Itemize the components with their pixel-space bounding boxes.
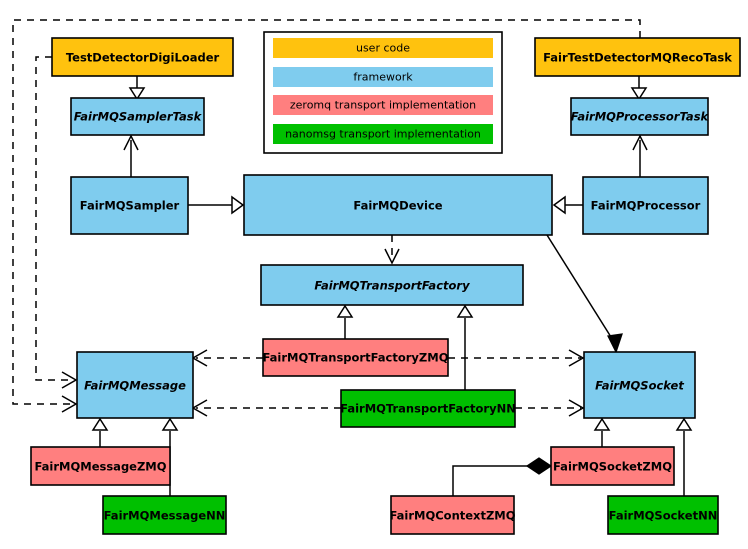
class-node-fairmqdevice[interactable]: FairMQDevice: [243, 174, 553, 236]
edge-tfnn-to-message: [191, 399, 341, 417]
class-node-fairmqsamplertask[interactable]: FairMQSamplerTask: [70, 97, 205, 136]
class-rect[interactable]: [582, 176, 709, 235]
class-node-fairmqmessage[interactable]: FairMQMessage: [76, 351, 194, 419]
class-label: FairMQSocket: [595, 379, 684, 393]
class-rect[interactable]: [260, 264, 524, 306]
class-label: FairMQDevice: [353, 199, 442, 213]
class-rect[interactable]: [607, 495, 719, 535]
class-label: FairMQProcessor: [591, 199, 701, 213]
legend-label: user code: [356, 42, 410, 55]
class-label: FairMQSocketNN: [609, 509, 718, 523]
legend-label: zeromq transport implementation: [290, 99, 476, 112]
class-node-fairmqsocketnn[interactable]: FairMQSocketNN: [607, 495, 719, 535]
legend-swatch-user-code: [273, 38, 493, 58]
connector-layer: [12, 19, 693, 496]
legend-swatch-framework: [273, 67, 493, 87]
edge-digiloader-to-message: [35, 56, 78, 389]
class-node-fairmqcontextzmq[interactable]: FairMQContextZMQ: [389, 495, 516, 535]
edge-recotask-to-message: [12, 19, 641, 413]
class-rect[interactable]: [70, 176, 189, 235]
class-node-fairmqsocket[interactable]: FairMQSocket: [583, 351, 696, 419]
legend-swatch-nanomsg: [273, 124, 493, 144]
legend-item-nanomsg: nanomsg transport implementation: [273, 124, 493, 144]
edge-sampler-to-samplertask: [123, 134, 139, 177]
edge-device-to-transportfactory: [384, 235, 400, 265]
edge-tfzmq-to-message: [191, 349, 263, 367]
edge-tfnn-to-socket: [515, 399, 585, 417]
class-label: FairMQSocketZMQ: [553, 460, 672, 474]
edge-recotask-generalization: [630, 76, 648, 101]
class-label: FairMQMessage: [84, 379, 186, 393]
class-node-fairmqsocketzmq[interactable]: FairMQSocketZMQ: [550, 446, 675, 486]
edge-sampler-generalization: [188, 195, 245, 215]
legend: user code framework zeromq transport imp…: [263, 31, 503, 154]
legend-label: nanomsg transport implementation: [285, 128, 481, 141]
class-label: FairMQMessageZMQ: [34, 460, 166, 474]
class-label: FairMQSampler: [80, 199, 180, 213]
class-rect[interactable]: [51, 37, 234, 77]
class-rect[interactable]: [583, 351, 696, 419]
class-rect[interactable]: [70, 97, 205, 136]
class-label: FairMQSamplerTask: [74, 110, 203, 124]
edge-messagezmq-generalization: [91, 417, 109, 447]
class-box-layer: TestDetectorDigiLoader FairTestDetectorM…: [30, 37, 741, 535]
class-rect[interactable]: [243, 174, 553, 236]
class-rect[interactable]: [570, 97, 709, 136]
class-label: FairMQTransportFactory: [314, 279, 470, 293]
legend-label: framework: [353, 71, 413, 84]
class-label: FairMQProcessorTask: [571, 110, 710, 124]
legend-item-user-code: user code: [273, 38, 493, 58]
class-label: FairMQContextZMQ: [389, 509, 515, 523]
class-rect[interactable]: [76, 351, 194, 419]
class-label: FairMQMessageNN: [104, 509, 226, 523]
class-node-fairmqmessagenn[interactable]: FairMQMessageNN: [102, 495, 227, 535]
class-rect[interactable]: [550, 446, 675, 486]
edge-socketnn-generalization: [675, 417, 693, 496]
class-rect[interactable]: [340, 389, 516, 428]
edge-tfnn-generalization: [456, 304, 474, 390]
class-rect[interactable]: [30, 446, 171, 486]
edge-processor-to-processortask: [632, 134, 648, 177]
edge-contextzmq-composition: [452, 457, 553, 496]
class-label: TestDetectorDigiLoader: [66, 51, 220, 65]
class-node-fairtestdetectormqrecotask[interactable]: FairTestDetectorMQRecoTask: [534, 37, 741, 77]
class-node-fairmqprocessor[interactable]: FairMQProcessor: [582, 176, 709, 235]
legend-item-framework: framework: [273, 67, 493, 87]
edge-digiloader-generalization: [128, 76, 146, 101]
edge-device-to-socket: [546, 234, 623, 354]
edge-socketzmq-generalization: [593, 417, 611, 447]
edge-tfzmq-to-socket: [448, 349, 585, 367]
class-label: FairMQTransportFactoryZMQ: [262, 351, 448, 365]
class-node-fairmqtransportfactorynn[interactable]: FairMQTransportFactoryNN: [340, 389, 516, 428]
class-label: FairMQTransportFactoryNN: [340, 402, 516, 416]
class-node-fairmqtransportfactory[interactable]: FairMQTransportFactory: [260, 264, 524, 306]
class-rect[interactable]: [390, 495, 515, 535]
class-rect[interactable]: [534, 37, 741, 77]
class-node-testdetectordigiloader[interactable]: TestDetectorDigiLoader: [51, 37, 234, 77]
class-node-fairmqprocessortask[interactable]: FairMQProcessorTask: [570, 97, 710, 136]
legend-swatch-zeromq: [273, 95, 493, 115]
class-node-fairmqsampler[interactable]: FairMQSampler: [70, 176, 189, 235]
class-node-fairmqtransportfactoryzmq[interactable]: FairMQTransportFactoryZMQ: [262, 338, 449, 377]
edge-tfzmq-generalization: [336, 304, 354, 339]
class-rect[interactable]: [102, 495, 227, 535]
edge-processor-generalization: [552, 195, 583, 215]
class-node-fairmqmessagezmq[interactable]: FairMQMessageZMQ: [30, 446, 171, 486]
class-label: FairTestDetectorMQRecoTask: [543, 51, 732, 65]
class-rect[interactable]: [262, 338, 449, 377]
legend-item-zeromq: zeromq transport implementation: [273, 95, 493, 115]
